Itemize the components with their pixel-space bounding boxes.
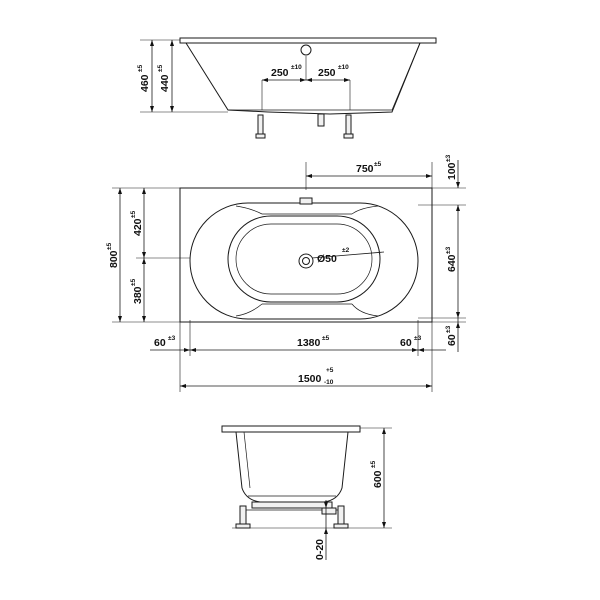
width-total-tol: ±5 bbox=[106, 242, 113, 250]
drain-diameter-tol: ±2 bbox=[342, 247, 350, 254]
height-total-label: 460 bbox=[139, 74, 151, 92]
inner-length-tol: ±5 bbox=[322, 335, 330, 342]
offset-center-tol: ±5 bbox=[374, 161, 382, 168]
drain-offset-left-tol: ±10 bbox=[291, 64, 302, 71]
edge-right-tol: ±3 bbox=[414, 335, 422, 342]
edge-top-tol: ±3 bbox=[445, 154, 452, 162]
plan-view: Ø50 ±2 750 ±5 100 ±3 640 ±3 60 ±3 800 ±5 bbox=[106, 154, 466, 392]
side-height-tol: ±5 bbox=[370, 460, 377, 468]
drain-offset-right-label: 250 bbox=[318, 67, 336, 79]
edge-left-label: 60 bbox=[154, 337, 166, 349]
upper-half-tol: ±5 bbox=[130, 210, 137, 218]
leg-adjust-label: 0-20 bbox=[314, 539, 326, 560]
length-total-label: 1500 bbox=[298, 373, 322, 385]
upper-half-label: 420 bbox=[132, 218, 144, 236]
edge-left-tol: ±3 bbox=[168, 335, 176, 342]
offset-center-label: 750 bbox=[356, 163, 374, 175]
width-total-label: 800 bbox=[108, 250, 120, 268]
edge-right-label: 60 bbox=[400, 337, 412, 349]
end-elevation: 600 ±5 0-20 bbox=[221, 425, 392, 560]
inner-length-label: 1380 bbox=[297, 337, 321, 349]
inner-width-tol: ±3 bbox=[445, 246, 452, 254]
inner-width-label: 640 bbox=[446, 254, 458, 272]
side-height-label: 600 bbox=[372, 470, 384, 488]
lower-half-tol: ±5 bbox=[130, 278, 137, 286]
length-total-tol-plus: +5 bbox=[326, 367, 334, 374]
edge-bottom-label: 60 bbox=[446, 334, 458, 346]
height-rim-label: 440 bbox=[159, 74, 171, 92]
drain-offset-left-label: 250 bbox=[271, 67, 289, 79]
height-total-tol: ±5 bbox=[137, 64, 144, 72]
lower-half-label: 380 bbox=[132, 286, 144, 304]
long-side-elevation: 460 ±5 440 ±5 250 ±10 250 ±10 bbox=[137, 37, 437, 139]
height-rim-tol: ±5 bbox=[157, 64, 164, 72]
drain-diameter-label: Ø50 bbox=[317, 253, 337, 265]
edge-bottom-tol: ±3 bbox=[445, 325, 452, 333]
length-total-tol-minus: -10 bbox=[324, 379, 334, 386]
drain-offset-right-tol: ±10 bbox=[338, 64, 349, 71]
edge-top-label: 100 bbox=[446, 162, 458, 180]
